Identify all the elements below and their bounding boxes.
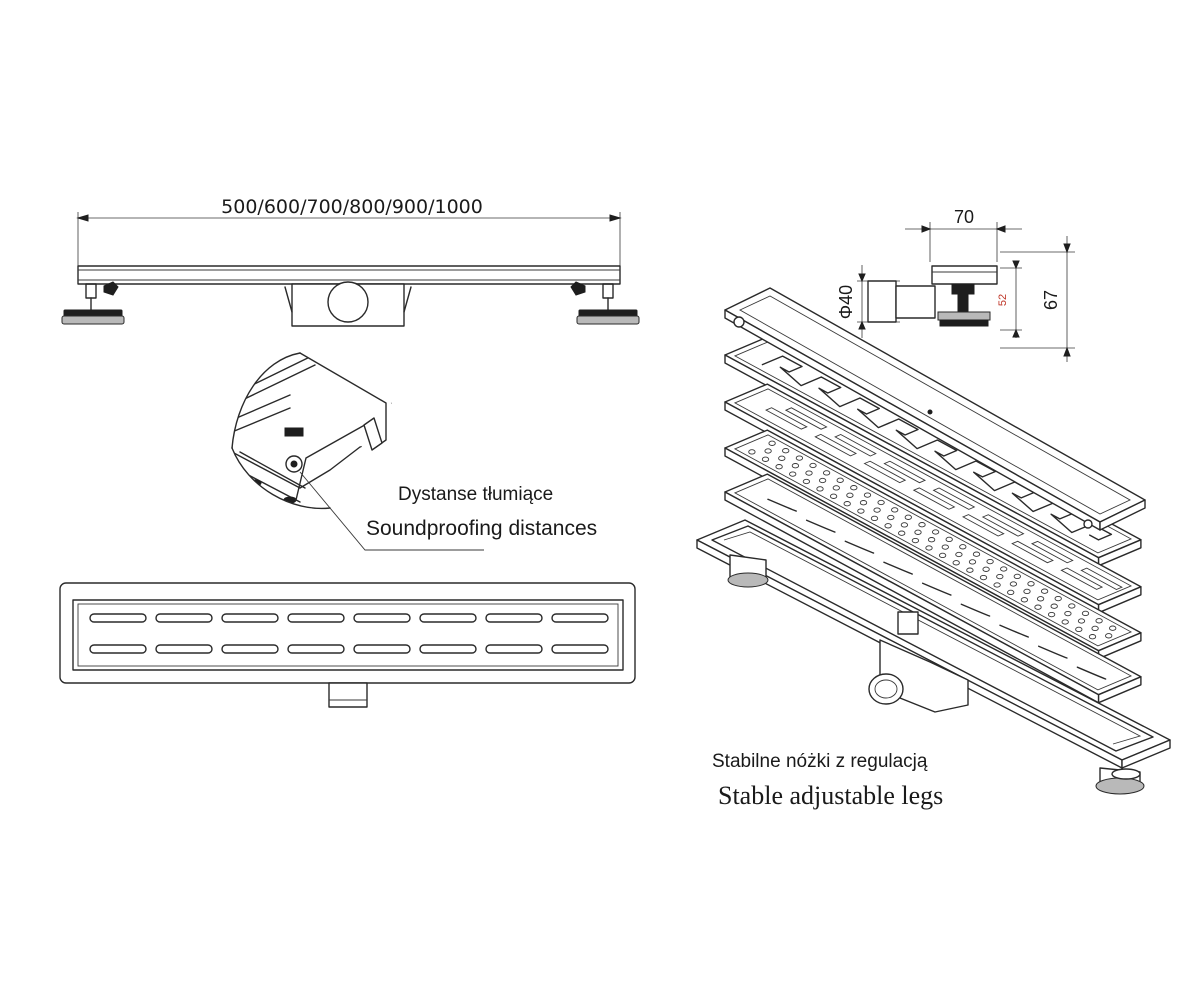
- grate-slot: [353, 644, 411, 654]
- grate-slot: [155, 613, 213, 623]
- adjustable-leg-right: [570, 281, 640, 325]
- profile-detail-view: Dystanse tłumiące Soundproofing distance…: [231, 352, 597, 551]
- pipe-diameter-label: Φ40: [836, 285, 856, 319]
- adjustable-leg-left: [61, 281, 125, 325]
- exploded-isometric-view: Stabilne nóżki z regulacją Stable adjust…: [696, 287, 1171, 810]
- grate-slot: [89, 644, 147, 654]
- channel-body-side: [77, 265, 621, 285]
- stacked-grates: [724, 336, 1142, 704]
- grate-slots-top: [89, 613, 609, 654]
- width-dimension-label: 70: [954, 207, 974, 227]
- grate-slot: [419, 613, 477, 623]
- base-leg-right: [1095, 767, 1145, 795]
- side-elevation-view: 500/600/700/800/900/1000: [61, 196, 640, 327]
- height-outer-dimension-label: 67: [1041, 290, 1061, 310]
- soundproofing-label-en: Soundproofing distances: [366, 517, 597, 540]
- height-inner-dimension-label: 52: [997, 294, 1009, 306]
- grate-slot: [155, 644, 213, 654]
- grate-slot: [287, 644, 345, 654]
- base-leg-left: [727, 554, 769, 588]
- outlet-box-side: [284, 281, 412, 327]
- outlet-pipe-section: [867, 280, 897, 323]
- grate-slot: [287, 613, 345, 623]
- channel-section: [931, 265, 998, 285]
- grate-slot: [485, 644, 543, 654]
- grate-slot: [221, 613, 279, 623]
- cross-section-view: 70 67 52 Φ40: [836, 207, 1075, 362]
- grate-layer-waves: [724, 473, 1142, 704]
- grate-slot: [89, 613, 147, 623]
- length-dimension: 500/600/700/800/900/1000: [76, 196, 622, 268]
- soundproofing-leader-line: [299, 471, 484, 551]
- top-plan-view: [59, 582, 636, 708]
- grate-frame-top: [72, 599, 624, 671]
- base-channel: [696, 519, 1171, 795]
- length-dimension-label: 500/600/700/800/900/1000: [221, 196, 483, 218]
- grate-slot: [221, 644, 279, 654]
- legs-label-en: Stable adjustable legs: [718, 781, 943, 810]
- grate-slot: [485, 613, 543, 623]
- legs-label-pl: Stabilne nóżki z regulacją: [712, 751, 928, 772]
- grate-slot: [353, 613, 411, 623]
- grate-slot: [419, 644, 477, 654]
- soundproofing-label-pl: Dystanse tłumiące: [398, 484, 553, 505]
- outlet-pipe-circle: [327, 281, 369, 323]
- grate-slot: [551, 613, 609, 623]
- outlet-stub-top: [328, 682, 368, 708]
- top-frame-rail: [724, 287, 1146, 531]
- grate-slot: [551, 644, 609, 654]
